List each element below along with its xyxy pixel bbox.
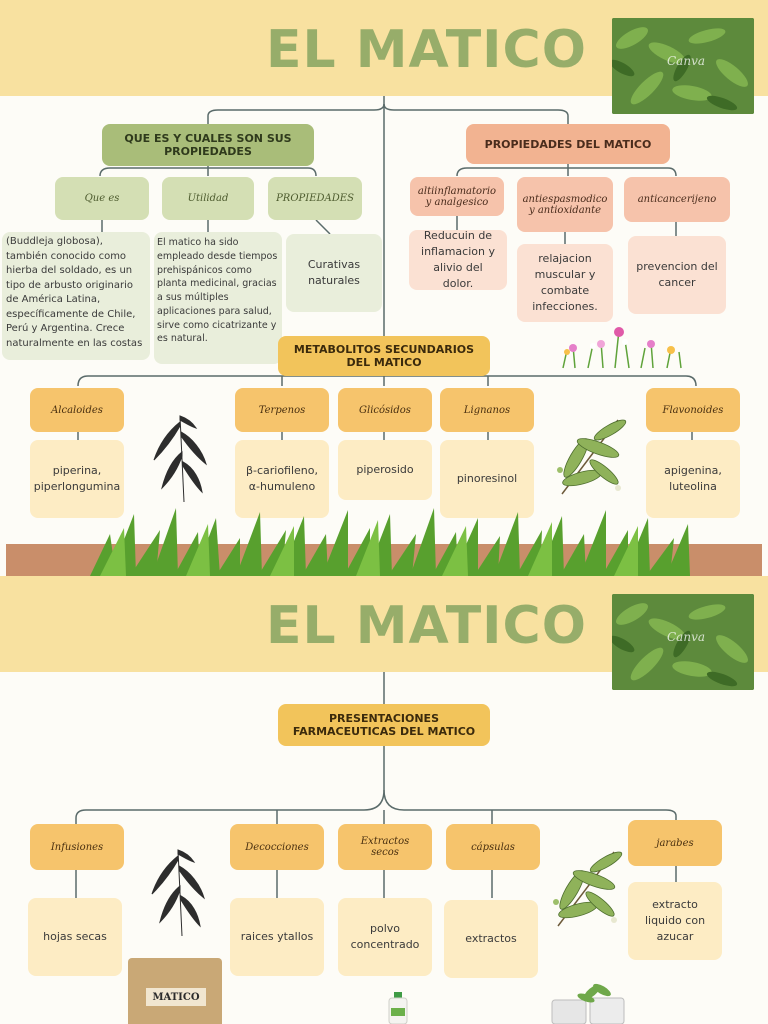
plant-sketch-illustration-2: [151, 849, 205, 937]
photo-caption-page2: Canva: [667, 630, 705, 644]
page2-title: EL MATICO: [266, 596, 587, 656]
text-decocciones: raices ytallos: [230, 898, 324, 976]
package-label: MATICO: [146, 988, 206, 1006]
flowers-illustration: [562, 327, 682, 369]
text-propiedades: Curativas naturales: [286, 234, 382, 312]
node-alcaloides: Alcaloides: [30, 388, 124, 432]
text-extractos-secos: polvo concentrado: [338, 898, 432, 976]
text-antiinflamatorio: Reducuin de inflamacion y alivio del dol…: [409, 229, 507, 290]
node-que-es-propiedades: QUE ES Y CUALES SON SUS PROPIEDADES: [102, 124, 314, 166]
node-capsulas: cápsulas: [446, 824, 540, 870]
node-terpenos: Terpenos: [235, 388, 329, 432]
text-que-es: (Buddleja globosa), también conocido com…: [2, 232, 150, 360]
page-title: EL MATICO: [266, 20, 587, 80]
node-glicosidos: Glicósidos: [338, 388, 432, 432]
node-infusiones: Infusiones: [30, 824, 124, 870]
node-decocciones: Decocciones: [230, 824, 324, 870]
capsule-jars-image: [551, 983, 625, 1024]
plant-sketch-illustration: [153, 415, 207, 503]
node-jarabes: jarabes: [628, 820, 722, 866]
photo-caption: Canva: [667, 54, 705, 68]
leaf-branch-illustration: [557, 419, 627, 495]
matico-photo-page2: Canva: [612, 594, 754, 690]
node-extractos-secos: Extractos secos: [338, 824, 432, 870]
node-antiespasmodico: antiespasmodico y antioxidante: [517, 177, 613, 232]
node-propiedades: PROPIEDADES: [268, 177, 362, 220]
matico-package-image: MATICO: [128, 958, 222, 1024]
text-antiespasmodico: relajacion muscular y combate infeccione…: [517, 244, 613, 322]
matico-photo: Canva: [612, 18, 754, 114]
leaf-branch-illustration-2: [553, 851, 623, 927]
text-flavonoides: apigenina, luteolina: [646, 440, 740, 518]
node-propiedades-del-matico: PROPIEDADES DEL MATICO: [466, 124, 670, 164]
text-anticancerigeno: prevencion del cancer: [628, 236, 726, 314]
text-terpenos: β-cariofileno, α-humuleno: [235, 440, 329, 518]
text-capsulas: extractos: [444, 900, 538, 978]
text-jarabes: extracto liquido con azucar: [628, 882, 722, 960]
node-metabolitos: METABOLITOS SECUNDARIOS DEL MATICO: [278, 336, 490, 376]
text-glicosidos: piperosido: [338, 440, 432, 500]
bottle-image: [388, 992, 408, 1024]
node-flavonoides: Flavonoides: [646, 388, 740, 432]
text-utilidad: El matico ha sido empleado desde tiempos…: [154, 232, 282, 364]
node-lignanos: Lignanos: [440, 388, 534, 432]
text-alcaloides: piperina, piperlongumina: [30, 440, 124, 518]
node-presentaciones: PRESENTACIONES FARMACEUTICAS DEL MATICO: [278, 704, 490, 746]
package-label-text: MATICO: [152, 991, 200, 1003]
node-anticancerigeno: anticancerijeno: [624, 177, 730, 222]
node-que-es: Que es: [55, 177, 149, 220]
node-antiinflamatorio: altiinflamatorio y analgesico: [410, 177, 504, 216]
grass-illustration: [90, 508, 690, 576]
node-utilidad: Utilidad: [162, 177, 254, 220]
text-lignanos: pinoresinol: [440, 440, 534, 518]
text-infusiones: hojas secas: [28, 898, 122, 976]
